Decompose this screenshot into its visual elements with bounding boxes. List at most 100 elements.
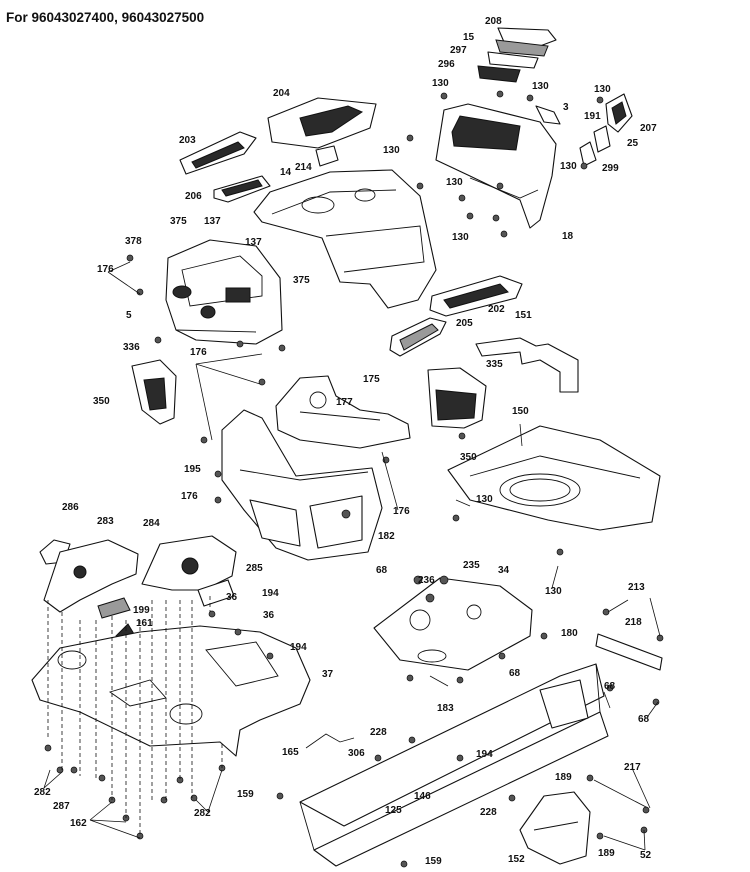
part-285 [197,579,235,607]
part-callout: 189 [598,848,615,859]
part-callout: 176 [393,506,410,517]
part-callout: 336 [123,342,140,353]
part-callout: 180 [561,628,578,639]
part-callout: 228 [370,727,387,738]
part-callout: 194 [290,642,307,653]
part-callout: 214 [295,162,312,173]
bracket-151 [475,337,579,393]
part-callout: 284 [143,518,160,529]
part-callout: 130 [452,232,469,243]
dash-support-175 [275,375,411,449]
part-callout: 182 [378,531,395,542]
headlight-bar-203 [179,131,257,175]
hood-grille-parts [477,27,557,83]
part-callout: 37 [322,669,334,680]
pedal-plate-34 [373,575,533,671]
part-callout: 162 [70,818,87,829]
part-callout: 159 [237,789,254,800]
console-182 [221,409,383,561]
side-panel-335 [427,367,487,429]
part-callout: 282 [194,808,211,819]
alignment-lines [47,596,223,834]
grille-insert-202 [429,275,523,317]
rod-165 [305,733,355,749]
part-callout: 208 [485,16,502,27]
part-callout: 52 [640,850,652,861]
part-callout: 205 [456,318,473,329]
front-grille-3 [435,103,561,229]
part-callout: 5 [126,310,132,321]
part-callout: 14 [280,167,292,178]
part-callout: 130 [476,494,493,505]
part-callout: 15 [463,32,475,43]
part-callout: 18 [562,231,574,242]
part-callout: 217 [624,762,641,773]
part-callout: 194 [262,588,279,599]
part-callout: 68 [376,565,388,576]
part-callout: 202 [488,304,505,315]
part-callout: 286 [62,502,79,513]
part-callout: 68 [509,668,521,679]
part-callout: 175 [363,374,380,385]
part-callout: 151 [515,310,532,321]
body-fender-37 [31,625,311,757]
part-callout: 137 [245,237,262,248]
part-callout: 350 [460,452,477,463]
part-callout: 36 [226,592,238,603]
leader-lines [43,261,661,851]
part-callout: 183 [437,703,454,714]
battery-tray-152 [519,791,591,865]
part-callout: 204 [273,88,290,99]
part-callout: 285 [246,563,263,574]
part-callout: 130 [383,145,400,156]
part-callout: 161 [136,618,153,629]
part-callout: 195 [184,464,201,475]
part-callout: 159 [425,856,442,867]
part-callout: 25 [627,138,639,149]
part-callout: 228 [480,807,497,818]
part-callout: 375 [293,275,310,286]
part-callout: 203 [179,135,196,146]
frame-180 [299,663,609,867]
part-callout: 36 [263,610,275,621]
part-callout: 34 [498,565,510,576]
page-title: For 96043027400, 96043027500 [6,10,205,25]
part-callout: 152 [508,854,525,865]
part-callout: 176 [190,347,207,358]
part-callout: 165 [282,747,299,758]
part-callout: 194 [476,749,493,760]
part-callout: 375 [170,216,187,227]
dash-panel-5 [165,239,283,345]
bracket-218 [595,633,663,671]
part-callout: 150 [512,406,529,417]
part-callout: 130 [594,84,611,95]
part-callout: 191 [584,111,601,122]
part-callout: 299 [602,163,619,174]
part-callout: 3 [563,102,569,113]
part-callout: 206 [185,191,202,202]
headlight-assembly [579,93,633,167]
part-callout: 378 [125,236,142,247]
part-callout: 282 [34,787,51,798]
part-callout: 335 [486,359,503,370]
part-callout: 213 [628,582,645,593]
part-callout: 297 [450,45,467,56]
part-callout: 125 [385,805,402,816]
part-callout: 189 [555,772,572,783]
part-callout: 68 [604,681,616,692]
part-callout: 199 [133,605,150,616]
part-callout: 146 [414,791,431,802]
fender-parts [39,535,237,613]
part-callout: 306 [348,748,365,759]
part-callout: 130 [432,78,449,89]
part-callout: 207 [640,123,657,134]
part-callout: 235 [463,560,480,571]
hood-14 [253,169,437,309]
part-callout: 283 [97,516,114,527]
deck-cover-150 [447,425,661,531]
part-callout: 68 [638,714,650,725]
part-callout: 137 [204,216,221,227]
part-callout: 218 [625,617,642,628]
